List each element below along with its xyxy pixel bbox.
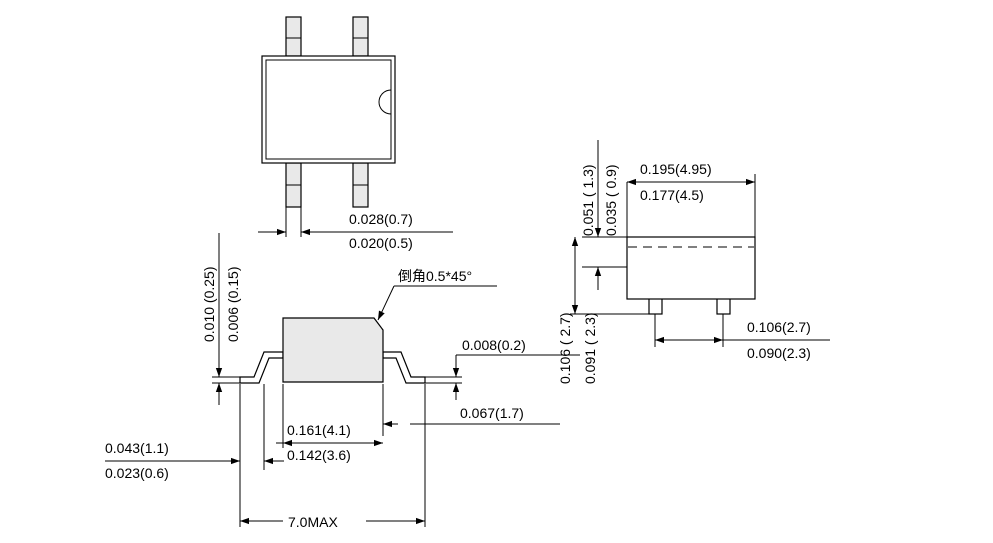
dim-lead-width: 0.028(0.7) 0.020(0.5) xyxy=(258,207,453,251)
top-view: 0.028(0.7) 0.020(0.5) xyxy=(258,16,453,251)
top-lead-upper-right xyxy=(352,16,369,57)
lead-width-min-label: 0.020(0.5) xyxy=(349,235,413,251)
dim-lead-pitch: 0.106(2.7) 0.090(2.3) xyxy=(654,314,830,361)
dim-overall-height: 0.106 ( 2.7) 0.091 ( 2.3) xyxy=(557,237,649,384)
chamfer-callout: 倒角0.5*45° xyxy=(377,268,497,321)
front-lead-left xyxy=(239,351,284,384)
lead-pitch-min-label: 0.090(2.3) xyxy=(747,345,811,361)
height-max-label: 0.106 ( 2.7) xyxy=(557,312,573,384)
dim-overall-length: 7.0MAX xyxy=(240,514,425,530)
overall-length-label: 7.0MAX xyxy=(288,514,338,530)
lead-width-max-label: 0.028(0.7) xyxy=(349,211,413,227)
foot-length-min-label: 0.023(0.6) xyxy=(105,465,169,481)
chamfer-note-label: 倒角0.5*45° xyxy=(398,268,472,284)
lead-thickness-min-label: 0.006 (0.15) xyxy=(225,267,241,343)
dim-body-length: 0.161(4.1) 0.142(3.6) xyxy=(276,384,383,463)
front-body xyxy=(282,317,384,383)
dim-top-offset: 0.051 ( 1.3) 0.035 ( 0.9) xyxy=(580,140,627,290)
front-view: 倒角0.5*45° 0.010 (0.25) 0.006 (0.15) 0.00… xyxy=(105,233,580,530)
top-body-inner xyxy=(265,59,392,160)
dim-lead-length: 0.067(1.7) xyxy=(382,384,560,527)
side-lead-left xyxy=(648,297,663,315)
side-body xyxy=(626,236,756,300)
lead-pitch-max-label: 0.106(2.7) xyxy=(747,319,811,335)
standoff-label: 0.008(0.2) xyxy=(462,337,526,353)
lead-thickness-max-label: 0.010 (0.25) xyxy=(201,267,217,343)
top-offset-min-label: 0.035 ( 0.9) xyxy=(603,164,619,236)
lead-length-label: 0.067(1.7) xyxy=(460,405,524,421)
dim-standoff: 0.008(0.2) xyxy=(411,337,580,400)
foot-length-max-label: 0.043(1.1) xyxy=(105,440,169,456)
front-lead-right xyxy=(382,351,426,384)
top-lead-upper-left xyxy=(285,16,302,57)
body-width-min-label: 0.177(4.5) xyxy=(640,187,704,203)
body-width-max-label: 0.195(4.95) xyxy=(640,161,712,177)
top-offset-max-label: 0.051 ( 1.3) xyxy=(580,164,596,236)
side-view: 0.195(4.95) 0.177(4.5) 0.051 ( 1.3) 0.03… xyxy=(557,140,830,384)
body-length-max-label: 0.161(4.1) xyxy=(287,422,351,438)
body-length-min-label: 0.142(3.6) xyxy=(287,447,351,463)
dim-lead-thickness: 0.010 (0.25) 0.006 (0.15) xyxy=(201,233,248,405)
pin1-notch xyxy=(378,89,392,115)
side-lead-right xyxy=(716,297,731,315)
height-min-label: 0.091 ( 2.3) xyxy=(582,312,598,384)
top-body-outline xyxy=(261,55,396,164)
dim-body-width: 0.195(4.95) 0.177(4.5) xyxy=(626,161,756,237)
dim-foot-length: 0.043(1.1) 0.023(0.6) xyxy=(105,384,284,527)
